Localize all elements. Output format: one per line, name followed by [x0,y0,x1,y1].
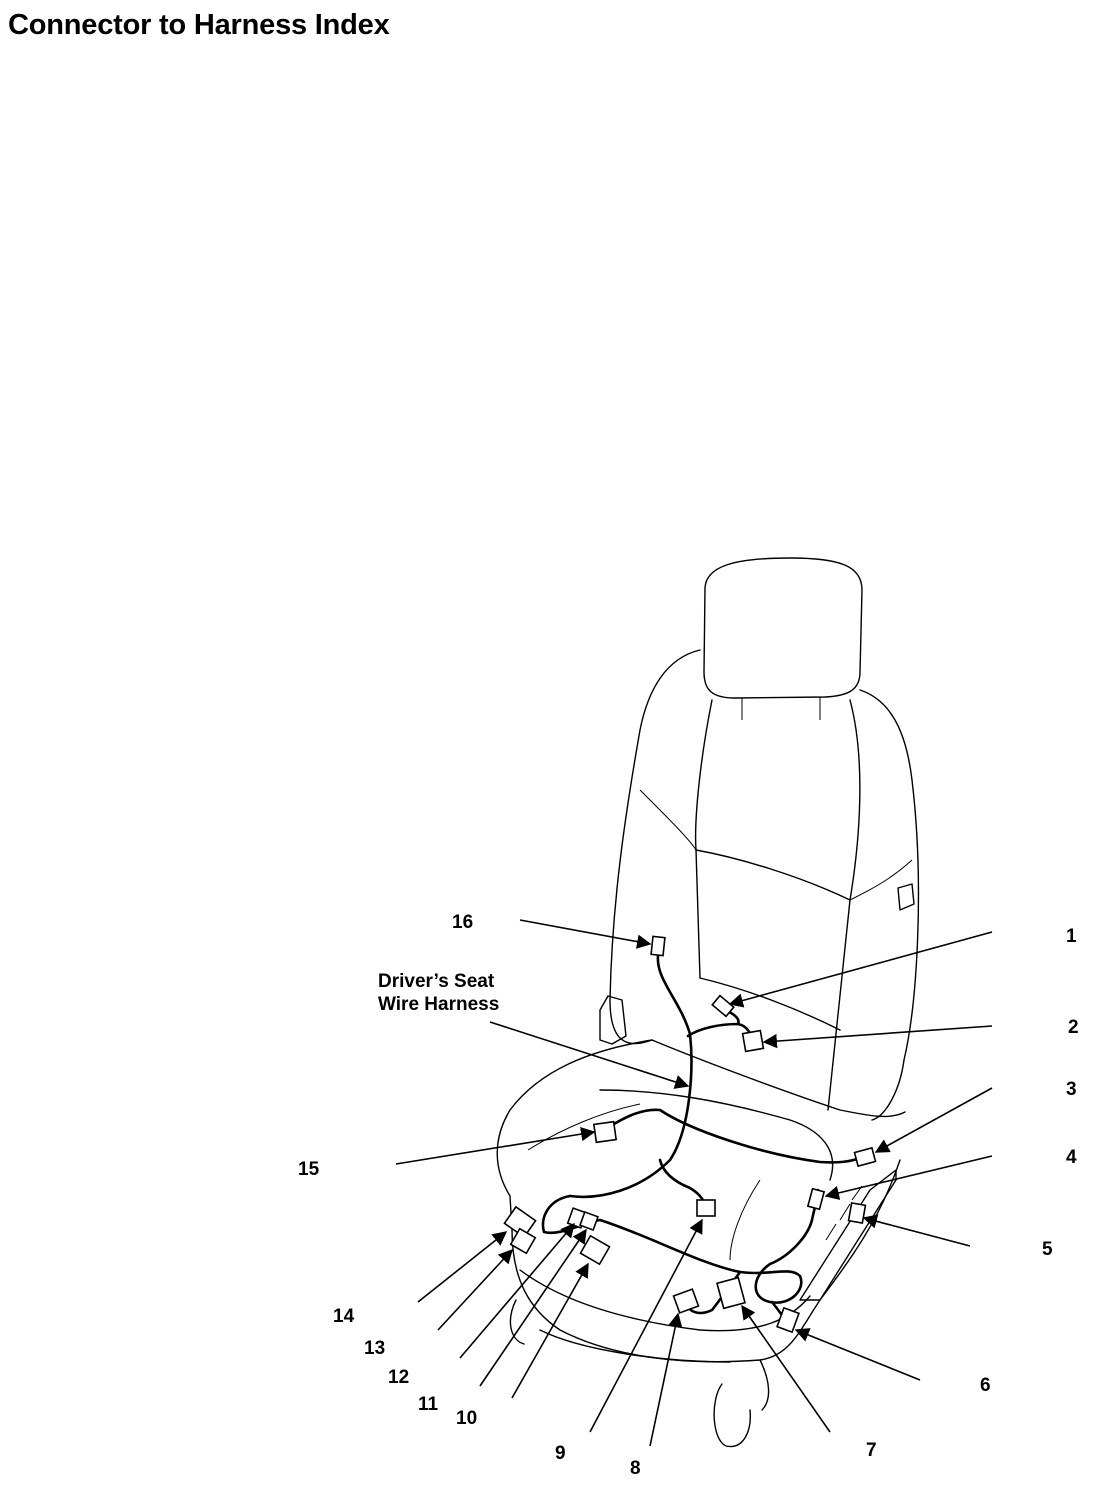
connector-5 [847,1201,867,1225]
callout-2: 2 [1068,1017,1079,1038]
callout-3: 3 [1066,1079,1077,1100]
wire-harness [541,954,866,1324]
callout-15: 15 [298,1159,320,1180]
harness-label-line1: Driver’s Seat [378,971,495,992]
callout-7: 7 [866,1440,877,1461]
seat-frame [511,1159,901,1363]
connector-3 [853,1146,877,1168]
connector-8 [672,1288,700,1314]
callout-9: 9 [555,1443,566,1464]
connector-1 [711,994,735,1018]
connector-14 [503,1205,537,1239]
connector-10 [579,1234,611,1266]
connector-16 [650,935,666,957]
callout-14: 14 [333,1306,355,1327]
callout-11: 11 [418,1394,439,1415]
connector-7 [716,1276,746,1310]
connector-4 [806,1187,826,1211]
leader-lines [395,919,993,1447]
callout-6: 6 [980,1375,991,1396]
harness-label-line2: Wire Harness [378,994,499,1015]
connector-11 [579,1211,599,1231]
callout-1: 1 [1066,926,1077,947]
harness-label: Driver’s Seat Wire Harness [378,971,499,1015]
callout-8: 8 [630,1458,641,1479]
callout-13: 13 [364,1338,385,1359]
callout-5: 5 [1042,1239,1053,1260]
connector-6 [776,1306,800,1334]
connector-9 [696,1199,716,1217]
connector-13 [509,1227,537,1255]
callout-4: 4 [1066,1147,1077,1168]
callout-16: 16 [452,912,473,933]
callout-labels: 1 2 3 4 5 6 7 8 9 10 11 12 13 14 15 16 [298,912,1079,1479]
page-title: Connector to Harness Index [8,9,390,41]
connector-2 [741,1029,765,1053]
callout-10: 10 [456,1408,477,1429]
headrest [703,557,863,699]
callout-12: 12 [388,1367,409,1388]
seat-back [609,649,920,1121]
connectors [503,935,877,1334]
connector-15 [592,1120,618,1144]
